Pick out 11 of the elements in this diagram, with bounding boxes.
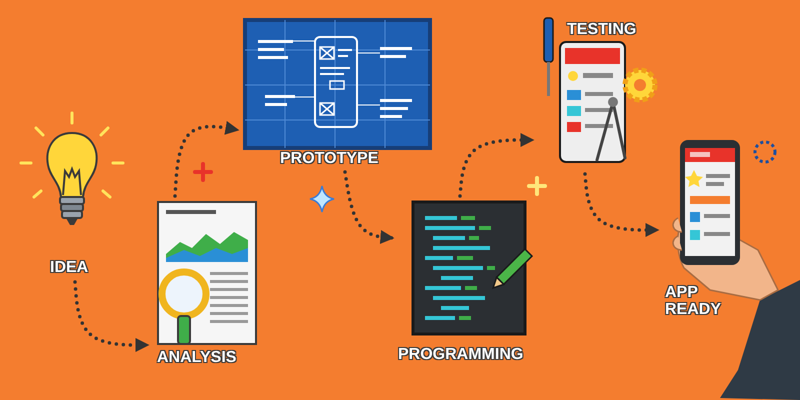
dotted-arrow <box>458 133 535 198</box>
dotted-arrow <box>343 170 395 244</box>
dotted-arrow <box>173 120 240 198</box>
step-label: ANALYSIS <box>157 350 236 367</box>
dotted-arrow <box>583 172 660 237</box>
dotted-arrow <box>73 280 150 352</box>
step-label: APP READY <box>665 285 722 319</box>
step-label: IDEA <box>50 260 88 277</box>
step-label: PROGRAMMING <box>398 347 524 364</box>
step-label: TESTING <box>567 22 636 39</box>
step-label: PROTOTYPE <box>280 151 378 168</box>
